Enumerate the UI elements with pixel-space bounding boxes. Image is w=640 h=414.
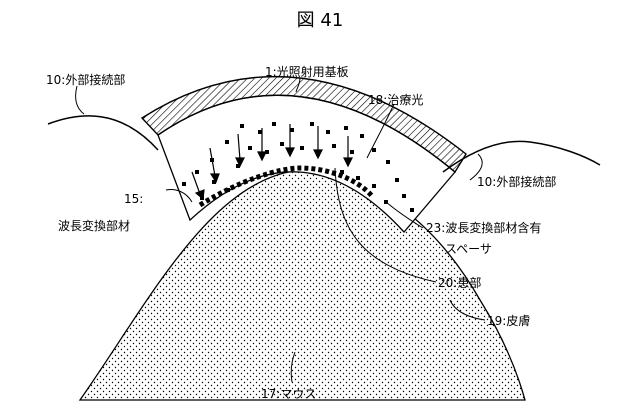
label-wave-member-number: 15: — [124, 192, 143, 206]
label-skin: 19:皮膚 — [487, 313, 530, 328]
label-affected-area: 20:患部 — [438, 275, 481, 290]
label-external-connection-right: 10:外部接続部 — [477, 174, 556, 189]
label-external-connection-left: 10:外部接続部 — [46, 72, 125, 87]
label-spacer: 23:波長変換部材含有 — [426, 220, 541, 235]
figure-title: 図 41 — [297, 10, 344, 31]
external-connection-left — [48, 116, 158, 150]
label-spacer-line2: スペーサ — [445, 242, 492, 256]
label-mouse: 17:マウス — [261, 387, 316, 401]
external-connection-right — [443, 141, 600, 172]
label-substrate: 1:光照射用基板 — [265, 64, 349, 79]
label-wave-member: 波長変換部材 — [58, 218, 130, 233]
label-treatment-light: 18:治療光 — [368, 93, 423, 107]
